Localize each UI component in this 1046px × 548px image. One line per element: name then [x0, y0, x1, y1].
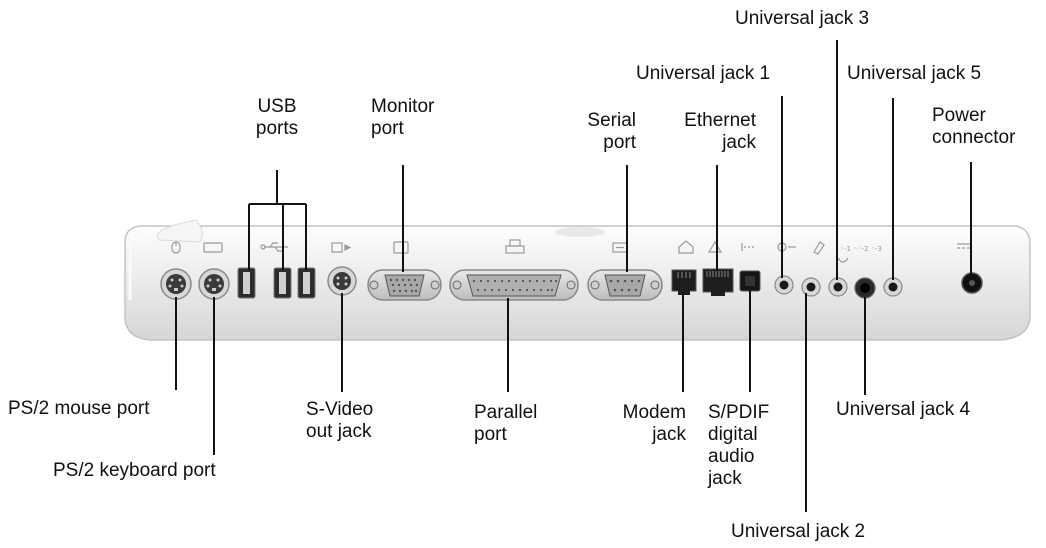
svideo-icon	[331, 242, 352, 253]
label-usb-ports: USB ports	[255, 96, 299, 139]
spdif-icon	[741, 243, 756, 251]
ps2-keyboard-connector	[198, 268, 230, 300]
printer-icon	[505, 239, 525, 254]
label-ps2-keyboard-port: PS/2 keyboard port	[53, 460, 216, 481]
label-modem-jack: Modem jack	[622, 402, 686, 445]
audio-jacks	[774, 275, 903, 299]
serial-connector	[587, 269, 663, 301]
ps2-mouse-connector	[160, 268, 192, 300]
svideo-connector	[327, 266, 357, 296]
usb-connectors	[237, 267, 316, 299]
label-spdif-jack: S/PDIF digital audio jack	[708, 402, 770, 489]
monitor-icon	[393, 241, 409, 254]
label-ps2-mouse-port: PS/2 mouse port	[8, 398, 150, 419]
svg-text:◦-1 ◦◦-2 ◦-3: ◦-1 ◦◦-2 ◦-3	[840, 245, 882, 253]
label-universal-jack-4: Universal jack 4	[836, 399, 971, 420]
keyboard-icon	[203, 242, 223, 253]
modem-icon	[678, 240, 694, 254]
vga-connector	[367, 269, 442, 301]
label-svideo-out-jack: S-Video out jack	[306, 399, 374, 442]
label-power-connector: Power connector	[932, 105, 1016, 148]
mouse-icon	[171, 241, 181, 254]
spdif-connector	[739, 270, 761, 292]
label-universal-jack-1: Universal jack 1	[636, 63, 771, 84]
modem-connector	[671, 269, 697, 295]
power-connector-socket	[961, 272, 983, 294]
label-parallel-port: Parallel port	[474, 402, 538, 445]
label-ethernet-jack: Ethernet jack	[684, 110, 756, 153]
label-universal-jack-3: Universal jack 3	[735, 8, 870, 29]
label-universal-jack-5: Universal jack 5	[847, 63, 982, 84]
parallel-connector	[449, 269, 579, 301]
power-icon	[957, 243, 972, 249]
ethernet-connector	[702, 268, 734, 296]
label-monitor-port: Monitor port	[371, 96, 435, 139]
leader-lines	[175, 40, 972, 512]
label-serial-port: Serial port	[587, 110, 636, 153]
label-universal-jack-2: Universal jack 2	[731, 521, 866, 542]
